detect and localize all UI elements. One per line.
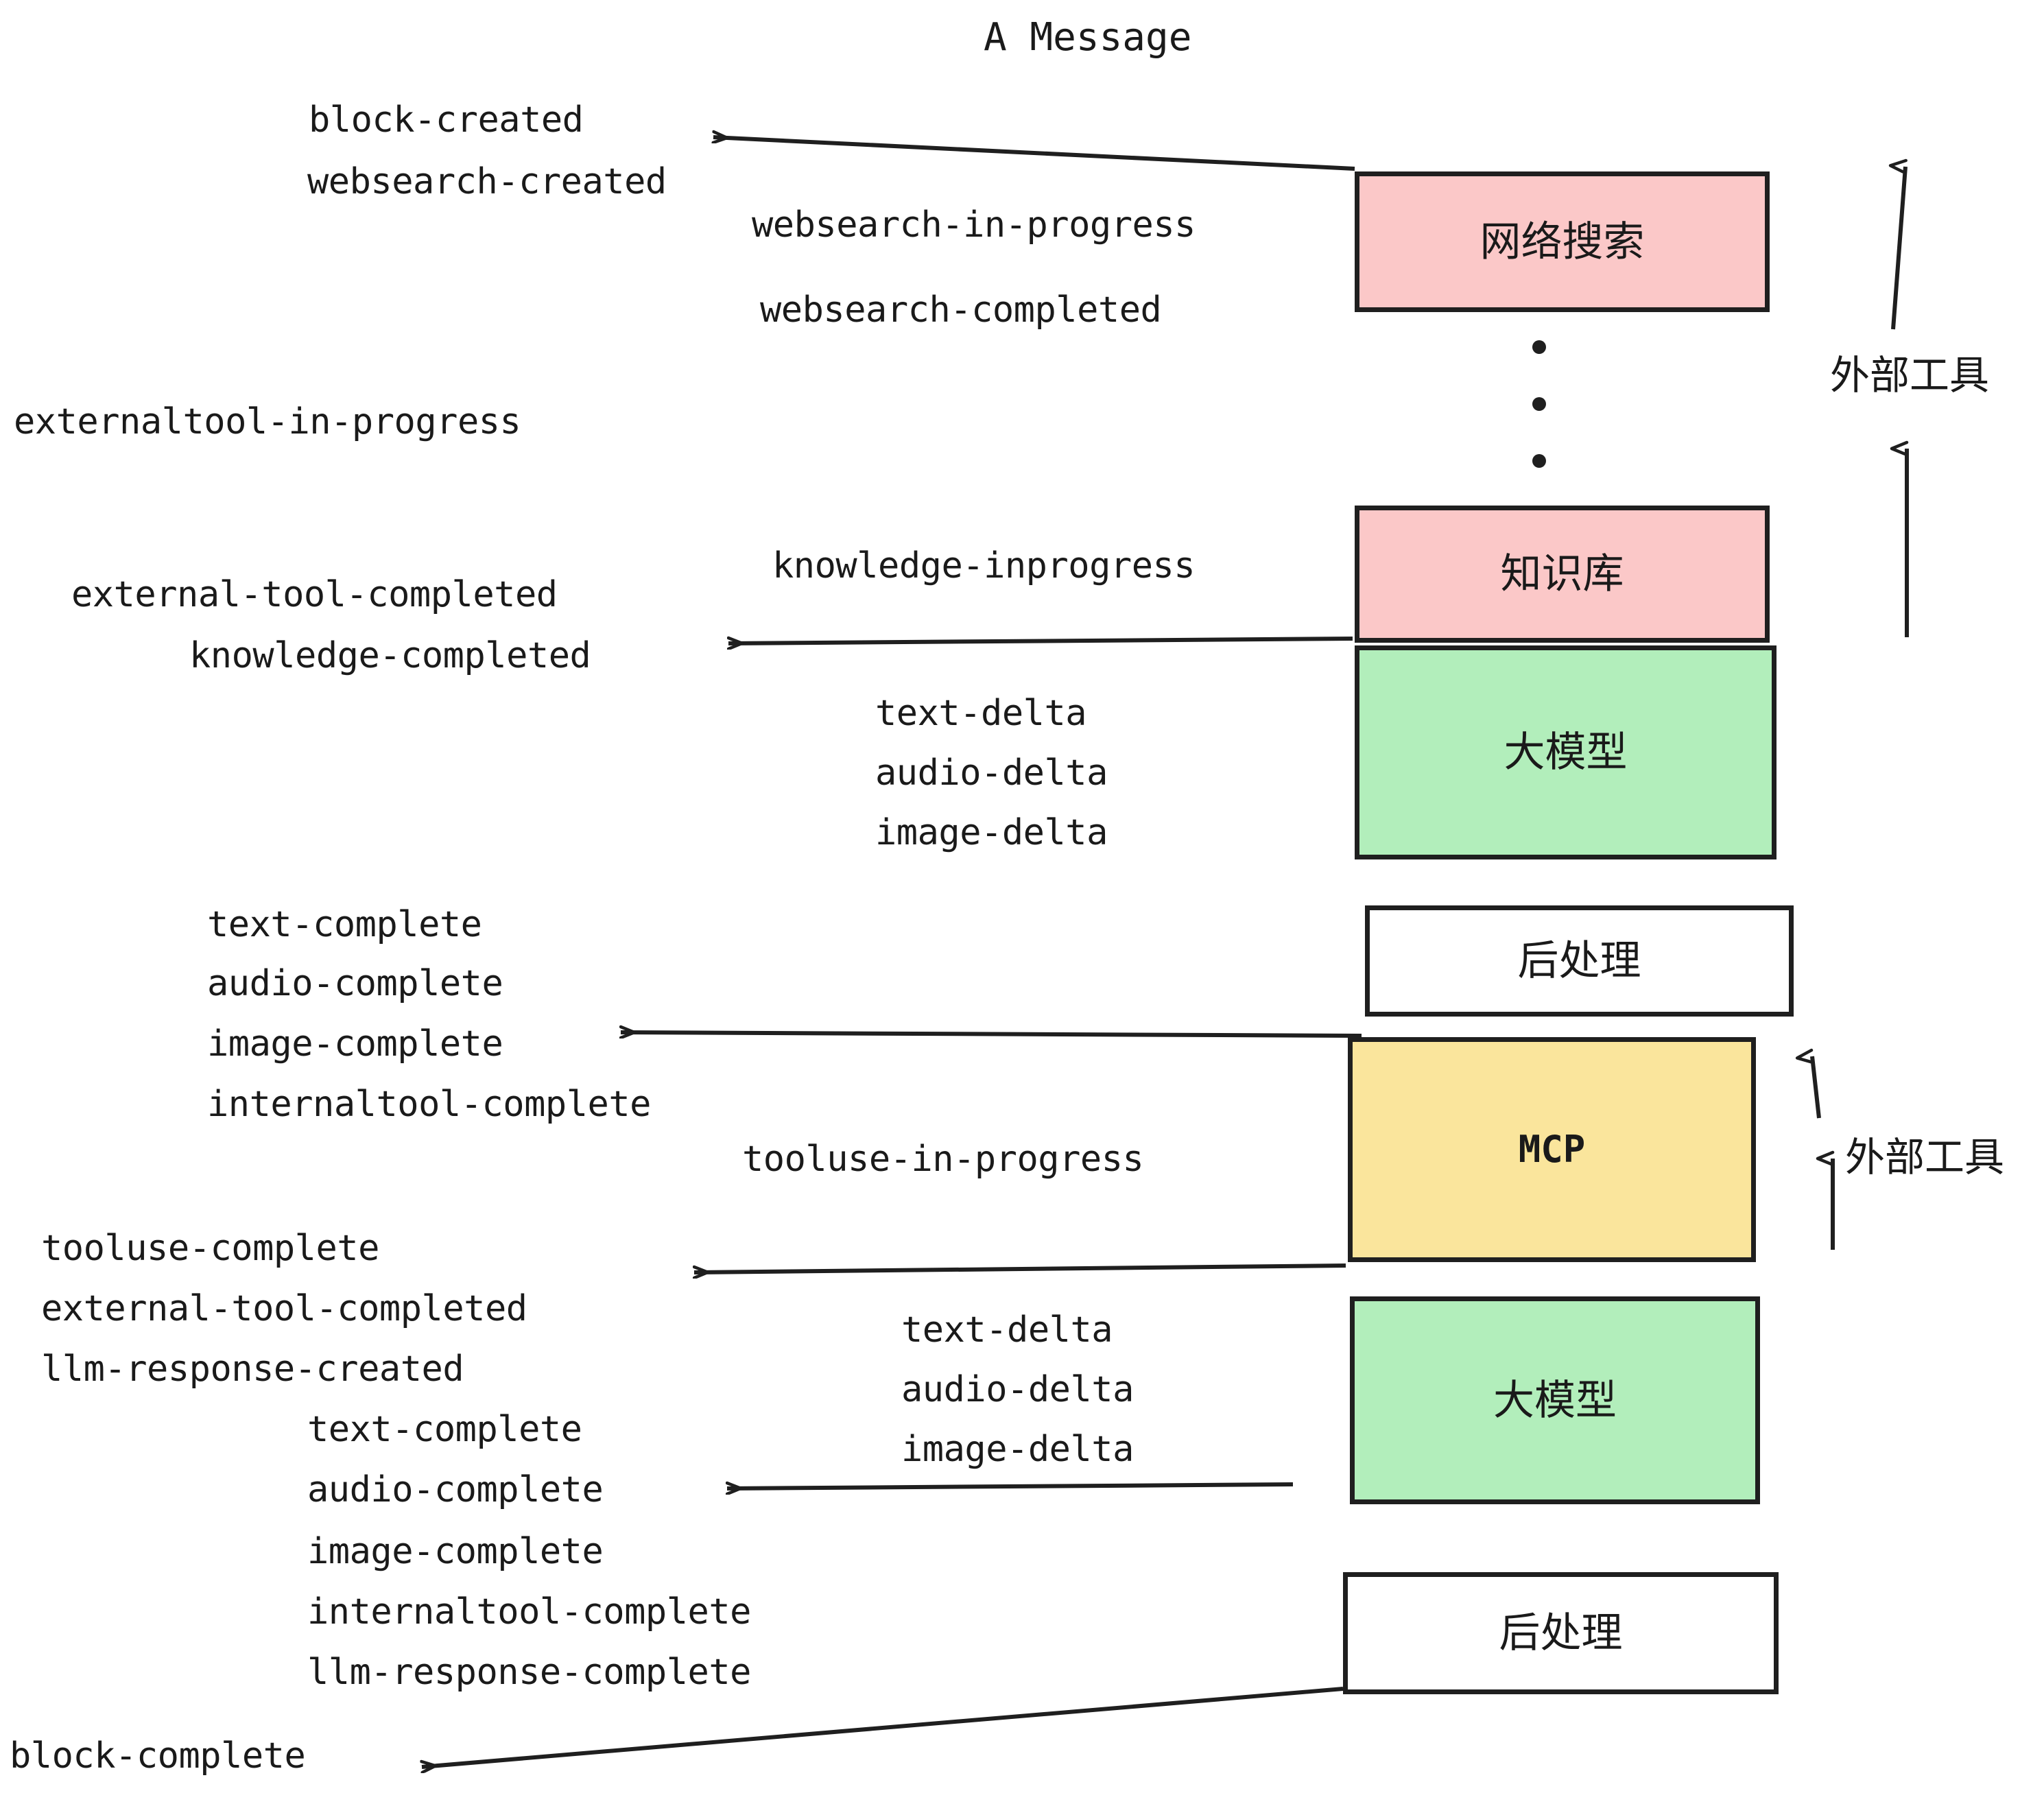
node-label-llm-2: 大模型 xyxy=(1493,1376,1617,1425)
event-label-image-complete-2: image-complete xyxy=(307,1531,604,1572)
node-llm-1: 大模型 xyxy=(1355,645,1776,859)
event-label-internaltool-complete-1: internaltool-complete xyxy=(207,1084,651,1125)
event-label-llm-response-complete: llm-response-complete xyxy=(307,1652,751,1693)
node-knowledge: 知识库 xyxy=(1355,506,1770,643)
node-llm-2: 大模型 xyxy=(1350,1296,1760,1504)
arrow-audio-complete xyxy=(727,1484,1294,1488)
node-label-llm-1: 大模型 xyxy=(1504,728,1628,776)
event-label-tooluse-in-progress: tooluse-in-progress xyxy=(742,1139,1144,1180)
arrow-knowledge-completed xyxy=(728,639,1353,643)
node-label-postproc-2: 后处理 xyxy=(1499,1609,1623,1657)
node-label-mcp: MCP xyxy=(1518,1128,1586,1171)
event-label-audio-complete-1: audio-complete xyxy=(207,963,503,1004)
event-label-websearch-created: websearch-created xyxy=(307,161,667,202)
event-label-internaltool-complete-2: internaltool-complete xyxy=(307,1591,751,1633)
diagram-title: A Message xyxy=(984,15,1192,60)
node-label-websearch: 网络搜索 xyxy=(1479,217,1645,266)
node-postproc-2: 后处理 xyxy=(1343,1572,1779,1694)
vertical-ellipsis-icon xyxy=(1531,340,1547,468)
node-postproc-1: 后处理 xyxy=(1365,905,1794,1017)
side-label-external-tools-top: 外部工具 xyxy=(1830,352,1990,399)
event-label-websearch-completed: websearch-completed xyxy=(760,289,1162,331)
event-label-websearch-in-progress: websearch-in-progress xyxy=(752,204,1196,246)
event-label-audio-delta-2: audio-delta xyxy=(901,1369,1134,1410)
node-label-postproc-1: 后处理 xyxy=(1517,937,1641,985)
brace-external-tools-bottom-up xyxy=(1812,1056,1821,1119)
event-label-external-tool-completed-2: external-tool-completed xyxy=(41,1288,527,1329)
arrow-block-complete xyxy=(422,1687,1344,1767)
event-label-image-delta-2: image-delta xyxy=(901,1429,1134,1470)
event-label-externaltool-in-progress: externaltool-in-progress xyxy=(14,401,521,442)
brace-external-tools-top-up xyxy=(1893,167,1908,330)
event-label-external-tool-completed: external-tool-completed xyxy=(71,574,558,615)
event-label-text-complete-2: text-complete xyxy=(307,1409,582,1450)
event-label-text-delta-2: text-delta xyxy=(901,1309,1113,1351)
arrow-websearch-created xyxy=(713,137,1355,171)
arrow-image-complete xyxy=(621,1032,1362,1036)
event-label-audio-delta-1: audio-delta xyxy=(875,752,1108,794)
event-label-text-delta-1: text-delta xyxy=(875,693,1087,734)
event-label-image-complete-1: image-complete xyxy=(207,1023,503,1065)
event-label-text-complete-1: text-complete xyxy=(207,904,482,945)
side-label-external-tools-bottom: 外部工具 xyxy=(1845,1134,2005,1180)
event-label-block-complete: block-complete xyxy=(10,1735,306,1777)
event-label-knowledge-inprogress: knowledge-inprogress xyxy=(772,545,1196,586)
event-label-block-created: block-created xyxy=(309,99,584,141)
node-websearch: 网络搜索 xyxy=(1355,171,1770,312)
arrow-tooluse-complete xyxy=(694,1263,1346,1272)
node-mcp: MCP xyxy=(1348,1037,1756,1262)
event-label-tooluse-complete: tooluse-complete xyxy=(41,1228,379,1269)
event-label-knowledge-completed: knowledge-completed xyxy=(189,635,591,676)
event-label-llm-response-created: llm-response-created xyxy=(41,1349,464,1390)
event-label-audio-complete-2: audio-complete xyxy=(307,1469,604,1510)
node-label-knowledge: 知识库 xyxy=(1500,550,1624,598)
event-label-image-delta-1: image-delta xyxy=(875,812,1108,853)
